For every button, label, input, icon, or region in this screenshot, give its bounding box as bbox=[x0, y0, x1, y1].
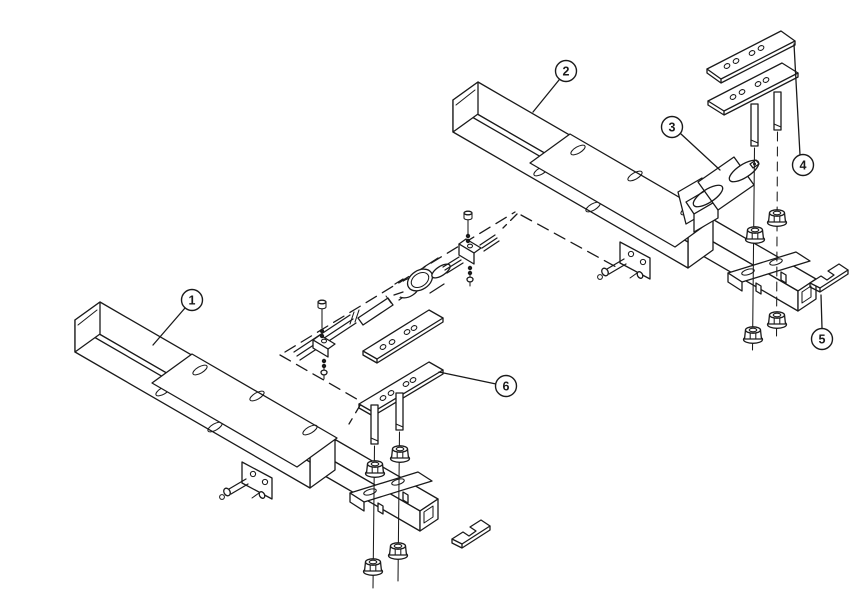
callout-2-bubble bbox=[554, 59, 578, 83]
beam-assembly-1 bbox=[74, 301, 439, 532]
callout-4: 4 bbox=[791, 43, 815, 177]
callout-2-number: 2 bbox=[563, 65, 570, 79]
callout-6-number: 6 bbox=[503, 380, 510, 394]
callout-5-bubble bbox=[810, 327, 834, 351]
clamp-block-bolt-left bbox=[312, 299, 336, 380]
callout-1-bubble bbox=[180, 288, 204, 312]
callout-3-number: 3 bbox=[669, 121, 676, 135]
stud-plate-part6 bbox=[358, 361, 444, 445]
callout-6: 6 bbox=[438, 371, 518, 398]
spacer-clips bbox=[451, 263, 849, 549]
beam-assembly-2 bbox=[452, 81, 817, 312]
phantom-outline bbox=[279, 211, 619, 463]
callout-5: 5 bbox=[810, 294, 834, 351]
mounting-plates-part4 bbox=[706, 30, 799, 147]
callout-4-bubble bbox=[791, 153, 815, 177]
callout-1: 1 bbox=[152, 288, 204, 346]
callouts: 1 2 3 4 5 6 bbox=[152, 43, 834, 398]
callout-4-number: 4 bbox=[800, 159, 807, 173]
callout-5-number: 5 bbox=[819, 333, 826, 347]
callout-6-bubble bbox=[494, 374, 518, 398]
driveshaft-assembly bbox=[293, 210, 500, 380]
callout-1-number: 1 bbox=[189, 294, 196, 308]
callout-2: 2 bbox=[532, 59, 578, 113]
callout-3: 3 bbox=[660, 115, 721, 171]
clamp-block-bolt-right bbox=[458, 210, 482, 287]
backing-bar-middle bbox=[362, 309, 444, 364]
callout-3-bubble bbox=[660, 115, 684, 139]
